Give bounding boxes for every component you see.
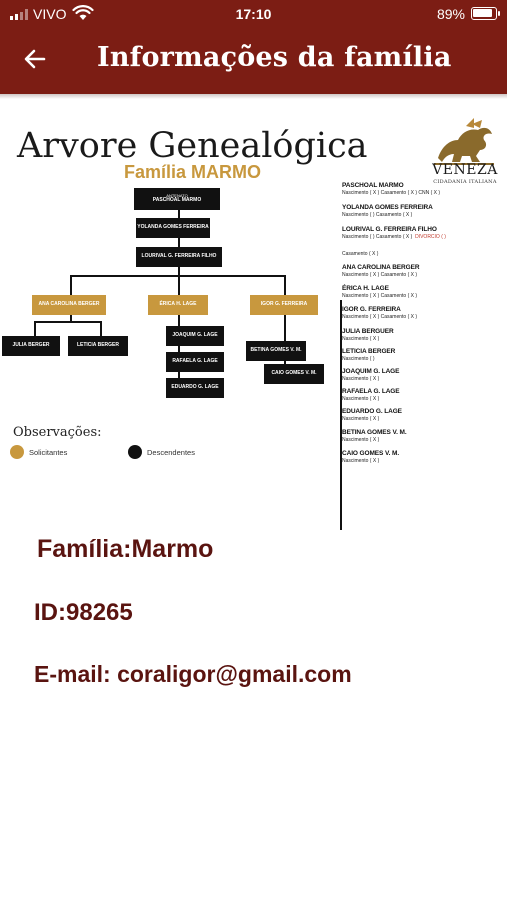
tree-line — [34, 321, 102, 323]
list-item: LOURIVAL G. FERREIRA FILHO Nascimento ( … — [342, 226, 446, 240]
tree-node-grandchild: RAFAELA G. LAGE — [166, 352, 224, 372]
tree-line — [284, 313, 286, 365]
back-arrow-icon[interactable] — [20, 44, 50, 74]
tree-line — [178, 275, 180, 295]
tree-node-gen2: YOLANDA GOMES FERREIRA — [136, 218, 210, 238]
tree-line — [70, 313, 72, 322]
tree-title: Arvore Genealógica — [17, 126, 368, 166]
tree-node-grandchild: CAIO GOMES V. M. — [264, 364, 324, 384]
tree-line — [70, 275, 285, 277]
tree-node-gen3: LOURIVAL G. FERREIRA FILHO — [136, 247, 222, 267]
tree-line — [34, 321, 36, 337]
family-id: ID:98265 — [34, 599, 133, 626]
tree-line — [178, 208, 180, 218]
tree-line — [100, 321, 102, 337]
lion-logo-icon — [434, 118, 494, 165]
list-item: Casamento ( X ) — [342, 251, 379, 257]
legend-solicitantes: Solicitantes — [10, 445, 67, 459]
tree-line — [70, 275, 72, 295]
family-name: Família:Marmo — [37, 535, 214, 563]
family-email: E-mail: coraligor@gmail.com — [34, 661, 352, 687]
gold-dot-icon — [10, 445, 24, 459]
black-dot-icon — [128, 445, 142, 459]
tree-line — [178, 266, 180, 276]
signal-icon — [10, 9, 28, 20]
status-time: 17:10 — [235, 6, 272, 22]
tree-node-grandchild: JOAQUIM G. LAGE — [166, 326, 224, 346]
header-shadow — [0, 94, 507, 99]
tree-line — [284, 275, 286, 295]
page-title: Informações da família — [97, 42, 452, 73]
tree-line — [178, 237, 180, 247]
observations-title: Observações: — [13, 425, 102, 440]
tree-node-grandchild: BETINA GOMES V. M. — [246, 341, 306, 361]
logo-tagline: CIDADANIA ITALIANA — [433, 179, 497, 185]
carrier-label: VIVO — [33, 6, 67, 22]
wifi-icon — [72, 5, 94, 20]
family-tree-image: Arvore Genealógica Família MARMO VENEZA … — [0, 112, 507, 530]
app-header: VIVO 17:10 89% Informações da família — [0, 0, 507, 94]
tree-node-grandchild: EDUARDO G. LAGE — [166, 378, 224, 398]
battery-icon — [471, 7, 500, 20]
list-divider — [340, 300, 342, 530]
battery-percent: 89% — [436, 6, 465, 22]
tree-node-child: ANA CAROLINA BERGER — [32, 295, 106, 315]
list-item: BETINA GOMES V. M.Nascimento ( X ) — [342, 429, 407, 443]
tree-node-child: ÉRICA H. LAGE — [148, 295, 208, 315]
logo-name: VENEZA — [432, 162, 498, 178]
tree-node-grandchild: JULIA BERGER — [2, 336, 60, 356]
tree-node-grandchild: LETICIA BERGER — [68, 336, 128, 356]
legend-descendentes: Descendentes — [128, 445, 195, 459]
tree-subtitle: Família MARMO — [124, 162, 262, 182]
tree-node-child: IGOR G. FERREIRA — [250, 295, 318, 315]
status-bar: VIVO 17:10 89% — [0, 0, 507, 28]
list-item: CAIO GOMES V. M.Nascimento ( X ) — [342, 450, 400, 464]
